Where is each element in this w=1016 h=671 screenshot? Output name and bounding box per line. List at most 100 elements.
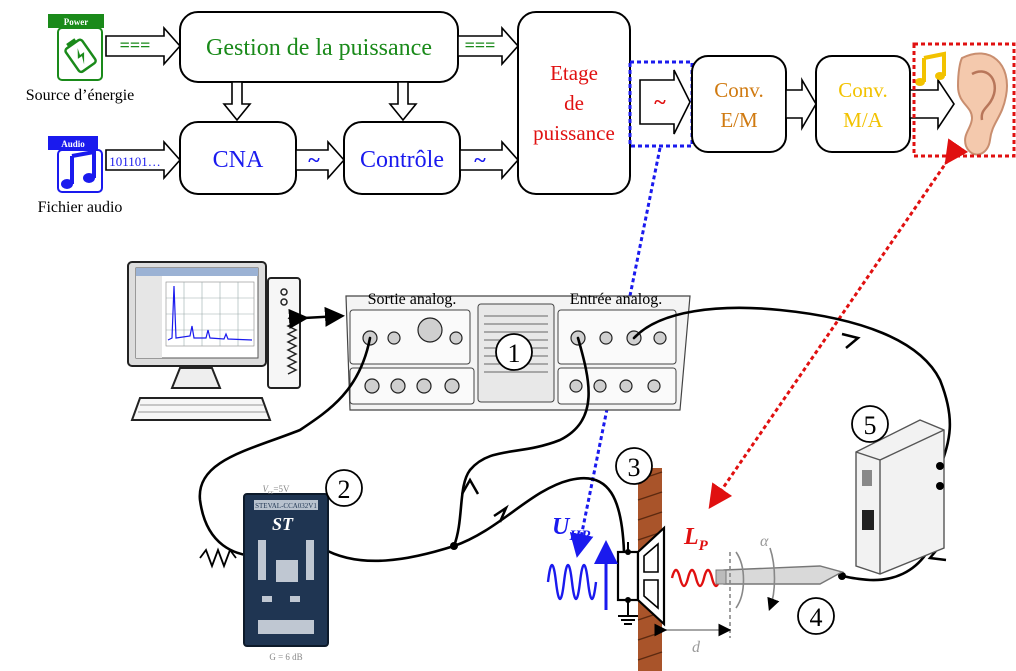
arrow-em-to-ma (785, 77, 817, 131)
music-note-yellow-icon (915, 51, 946, 86)
conv-em-box (691, 55, 787, 153)
cable-mic-to-analyzer-in (632, 306, 952, 470)
conv-ma-line2: M/A (843, 108, 884, 132)
screen-titlebar (136, 268, 258, 276)
input-signal-icon (199, 547, 237, 569)
microphone-preamp (855, 419, 945, 575)
arrow-gestion-to-etage (457, 25, 520, 67)
board-name-strip (254, 500, 318, 510)
preamp-port-top (936, 462, 944, 470)
arrow-etage-to-conv-em (639, 69, 691, 135)
audio-file: Audio Fichier audio (38, 136, 123, 216)
ac-symbol-2: ~ (474, 147, 486, 172)
arrow-audio-to-cna (105, 139, 182, 181)
keyboard-keys (138, 404, 266, 413)
music-note-icon (61, 149, 96, 189)
conv-ma-box (815, 55, 911, 153)
cna-label: CNA (213, 147, 264, 173)
conv-em-line1: Conv. (714, 78, 763, 102)
marker-3-circle (615, 447, 653, 485)
vcc-label: Vcc=5V (263, 484, 290, 496)
file-label: Fichier audio (38, 199, 123, 216)
cable-analyzer-out2 (452, 336, 590, 548)
angle-arrow (767, 547, 780, 611)
arrow-cna-to-controle (295, 139, 346, 181)
marker-3-label: 3 (628, 453, 641, 482)
arrow-controle-to-etage (459, 139, 520, 181)
voltage-wave (546, 563, 598, 601)
lp-label: LP (683, 524, 709, 554)
controle-label: Contrôle (360, 147, 444, 173)
board-name: STEVAL-CCA032V1 (255, 502, 317, 510)
mic-cable-node (838, 572, 846, 580)
conv-ma-line1: Conv. (838, 78, 887, 102)
preamp-port-bottom (936, 482, 944, 490)
arrow-ma-to-ear (909, 77, 955, 131)
analyzer-knobs (362, 317, 667, 394)
audio-badge-label: Audio (61, 139, 85, 149)
marker-1-label: 1 (508, 339, 521, 368)
preamp-display (862, 510, 874, 530)
analyzer-in-label: Entrée analog. (570, 291, 662, 308)
microphone-tip (715, 569, 727, 585)
screen-spectrum-trace (167, 285, 253, 341)
source-label: Source d’énergie (26, 87, 135, 104)
cable-arrow-right (493, 504, 509, 523)
screen-spectrum-plot (165, 281, 255, 347)
board-components (258, 540, 314, 634)
pc-analyzer-link (288, 306, 345, 329)
microphone (715, 565, 844, 585)
cable-board-to-speaker (320, 476, 626, 563)
loudspeaker-icon (616, 525, 666, 627)
ac-symbol-1: ~ (308, 147, 320, 172)
computer (127, 261, 301, 421)
analyzer-out-label: Sortie analog. (368, 291, 457, 308)
marker-1-circle (495, 333, 533, 371)
cable-node (450, 542, 458, 550)
dc-symbol-1: === (120, 35, 151, 55)
cable-arrow-mic (841, 332, 861, 349)
uhp-label: UHP (552, 514, 591, 544)
keyboard (130, 397, 272, 421)
marker-4-label: 4 (810, 603, 823, 632)
angle-arc (735, 551, 745, 609)
blue-highlight-box (628, 60, 694, 148)
audio-badge (48, 136, 98, 150)
dc-symbol-2: === (465, 35, 496, 55)
ear-icon (956, 52, 1008, 156)
power-badge-label: Power (64, 17, 89, 27)
etage-line3: puissance (533, 121, 615, 145)
marker-5-label: 5 (864, 411, 877, 440)
preamp-body (855, 419, 945, 575)
microphone-body (723, 565, 844, 585)
ground-icon (618, 612, 638, 625)
arrow-source-to-gestion (105, 25, 182, 67)
etage-line2: de (564, 91, 584, 115)
acoustic-wave (670, 568, 722, 588)
ac-symbol-3: ~ (654, 89, 666, 114)
gestion-label: Gestion de la puissance (206, 35, 432, 61)
power-source: Power Source d’énergie (26, 14, 135, 104)
gain-label: G = 6 dB (269, 652, 302, 662)
cable-analyzer-out-to-board (198, 336, 372, 558)
analyzer-right-panel (557, 309, 677, 365)
arrow-gestion-to-cna (222, 81, 252, 122)
preamp-switch (862, 470, 872, 486)
conv-em-line2: E/M (720, 108, 758, 132)
etage-line1: Etage (550, 61, 598, 85)
distance-label: d (692, 639, 701, 656)
board-logo: ST (272, 514, 294, 534)
arrow-gestion-to-controle (388, 81, 418, 122)
bitstream-label: 101101… (109, 154, 161, 169)
battery-icon (64, 38, 97, 74)
marker-4-circle (797, 597, 835, 635)
marker-2-label: 2 (338, 475, 351, 504)
alpha-label: α (760, 533, 769, 550)
monitor-stand (170, 367, 222, 389)
cable-arrow-up (460, 477, 480, 495)
marker-2-circle (325, 469, 363, 507)
marker-5-circle (851, 405, 889, 443)
etage-box (517, 11, 631, 195)
amplifier-board: STEVAL-CCA032V1 ST Vcc=5V G = 6 dB (243, 484, 329, 662)
